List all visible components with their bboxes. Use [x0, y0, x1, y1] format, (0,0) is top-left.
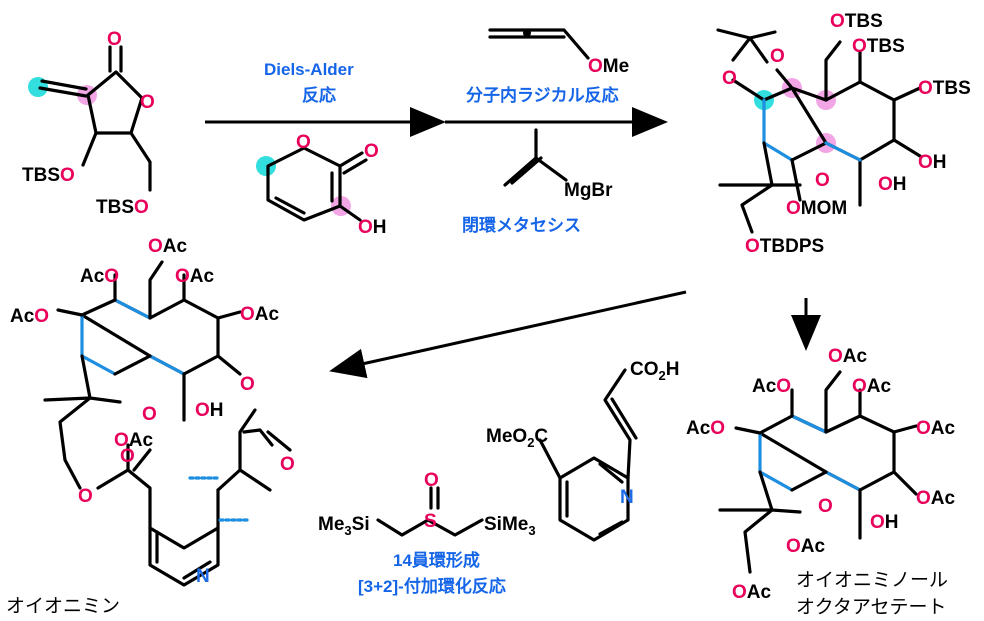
ome-label: OMe [588, 56, 629, 77]
aco-e2: AcO [10, 306, 49, 327]
acetonide-o1: O [722, 68, 737, 89]
pyranone-co: O [364, 141, 379, 162]
oac-1: OAc [828, 346, 868, 367]
oac-3: OAc [916, 418, 956, 439]
octaacetate-name-2: オクタアセテート [796, 596, 946, 618]
euonymine: OAc AcO OAc AcO OAc O OH O OAc O O O N [10, 236, 295, 587]
lactone-co-e: O [120, 446, 135, 467]
diels-alder-label-2: 反応 [302, 85, 336, 105]
bridge-o-oct: O [818, 496, 833, 517]
pyranone-o: O [296, 132, 311, 153]
euonymine-name: オイオニミン [6, 595, 120, 617]
bridge-o: O [815, 170, 830, 191]
otbs-3: OTBS [918, 78, 971, 99]
oac-e2: OAc [175, 266, 215, 287]
sulfoxide-o: O [424, 470, 439, 491]
aco-2: AcO [686, 418, 725, 439]
ketone-o-e: O [280, 454, 295, 475]
ring-o: O [140, 92, 155, 113]
pyridine-n-e: N [196, 566, 210, 587]
otbs-2: OTBS [852, 36, 905, 57]
oh-2: OH [878, 174, 907, 195]
otbs-1: OTBS [830, 11, 883, 32]
oh-1: OH [918, 152, 947, 173]
highlight-cyan-dot [256, 156, 276, 176]
sime3-label: SiMe3 [484, 514, 536, 538]
otbdps-label: OTBDPS [745, 236, 824, 257]
ester-label: MeO2C [486, 426, 548, 450]
oac-6: OAc [732, 582, 772, 603]
sulfur-label: S [424, 511, 437, 532]
ester-o-e: O [240, 374, 255, 395]
macrocycle-label: 14員環形成 [393, 550, 480, 570]
arrow-final [329, 290, 687, 379]
oac-e1: OAc [148, 236, 188, 257]
tbso-label-2: TBSO [96, 197, 149, 218]
acetonide-o2: O [770, 46, 785, 67]
me3si-label: Me3Si [318, 514, 370, 538]
rcm-label: 閉環メタセシス [462, 216, 581, 235]
lactone-o-e: O [78, 486, 93, 507]
oac-e3: OAc [240, 304, 280, 325]
pyridine-acrylic-acid: MeO2C CO2H N [486, 359, 679, 542]
oh-e: OH [195, 400, 224, 421]
bis-silyl-sulfoxide: Me3Si SiMe3 S O [318, 470, 536, 538]
euonyminol-octaacetate: OAc AcO OAc OAc AcO OAc OH O OAc OAc [686, 346, 956, 603]
omom-label: OMOM [786, 198, 847, 219]
oh-oct: OH [870, 512, 899, 533]
octaacetate-name-1: オイオニミノール [796, 569, 948, 591]
carbonyl-o: O [107, 29, 122, 50]
starting-lactone: O O TBSO TBSO [22, 29, 155, 218]
methoxyallene: OMe [488, 28, 629, 77]
co2h-label: CO2H [630, 359, 679, 383]
pyridine-n: N [620, 487, 634, 508]
aco-e1: AcO [80, 266, 119, 287]
bridge-o-e: O [142, 404, 157, 425]
diels-alder-label: Diels-Alder [264, 60, 354, 79]
oac-e4: OAc [114, 430, 154, 451]
oac-4: OAc [916, 488, 956, 509]
aco-1: AcO [752, 376, 791, 397]
hydroxypyranone: O O OH [256, 132, 387, 238]
protected-intermediate: O O OTBS OTBS OTBS OH OH O OMOM OTBDPS [716, 11, 971, 257]
cycloaddition-label: [3+2]-付加環化反応 [358, 576, 506, 596]
radical-label: 分子内ラジカル反応 [466, 85, 619, 105]
pyranone-oh: OH [358, 217, 387, 238]
tbso-label-1: TBSO [22, 165, 75, 186]
mgbr-label: MgBr [564, 180, 613, 201]
isopropenyl-grignard: MgBr [503, 128, 613, 201]
oac-2: OAc [852, 376, 892, 397]
oac-5: OAc [786, 536, 826, 557]
